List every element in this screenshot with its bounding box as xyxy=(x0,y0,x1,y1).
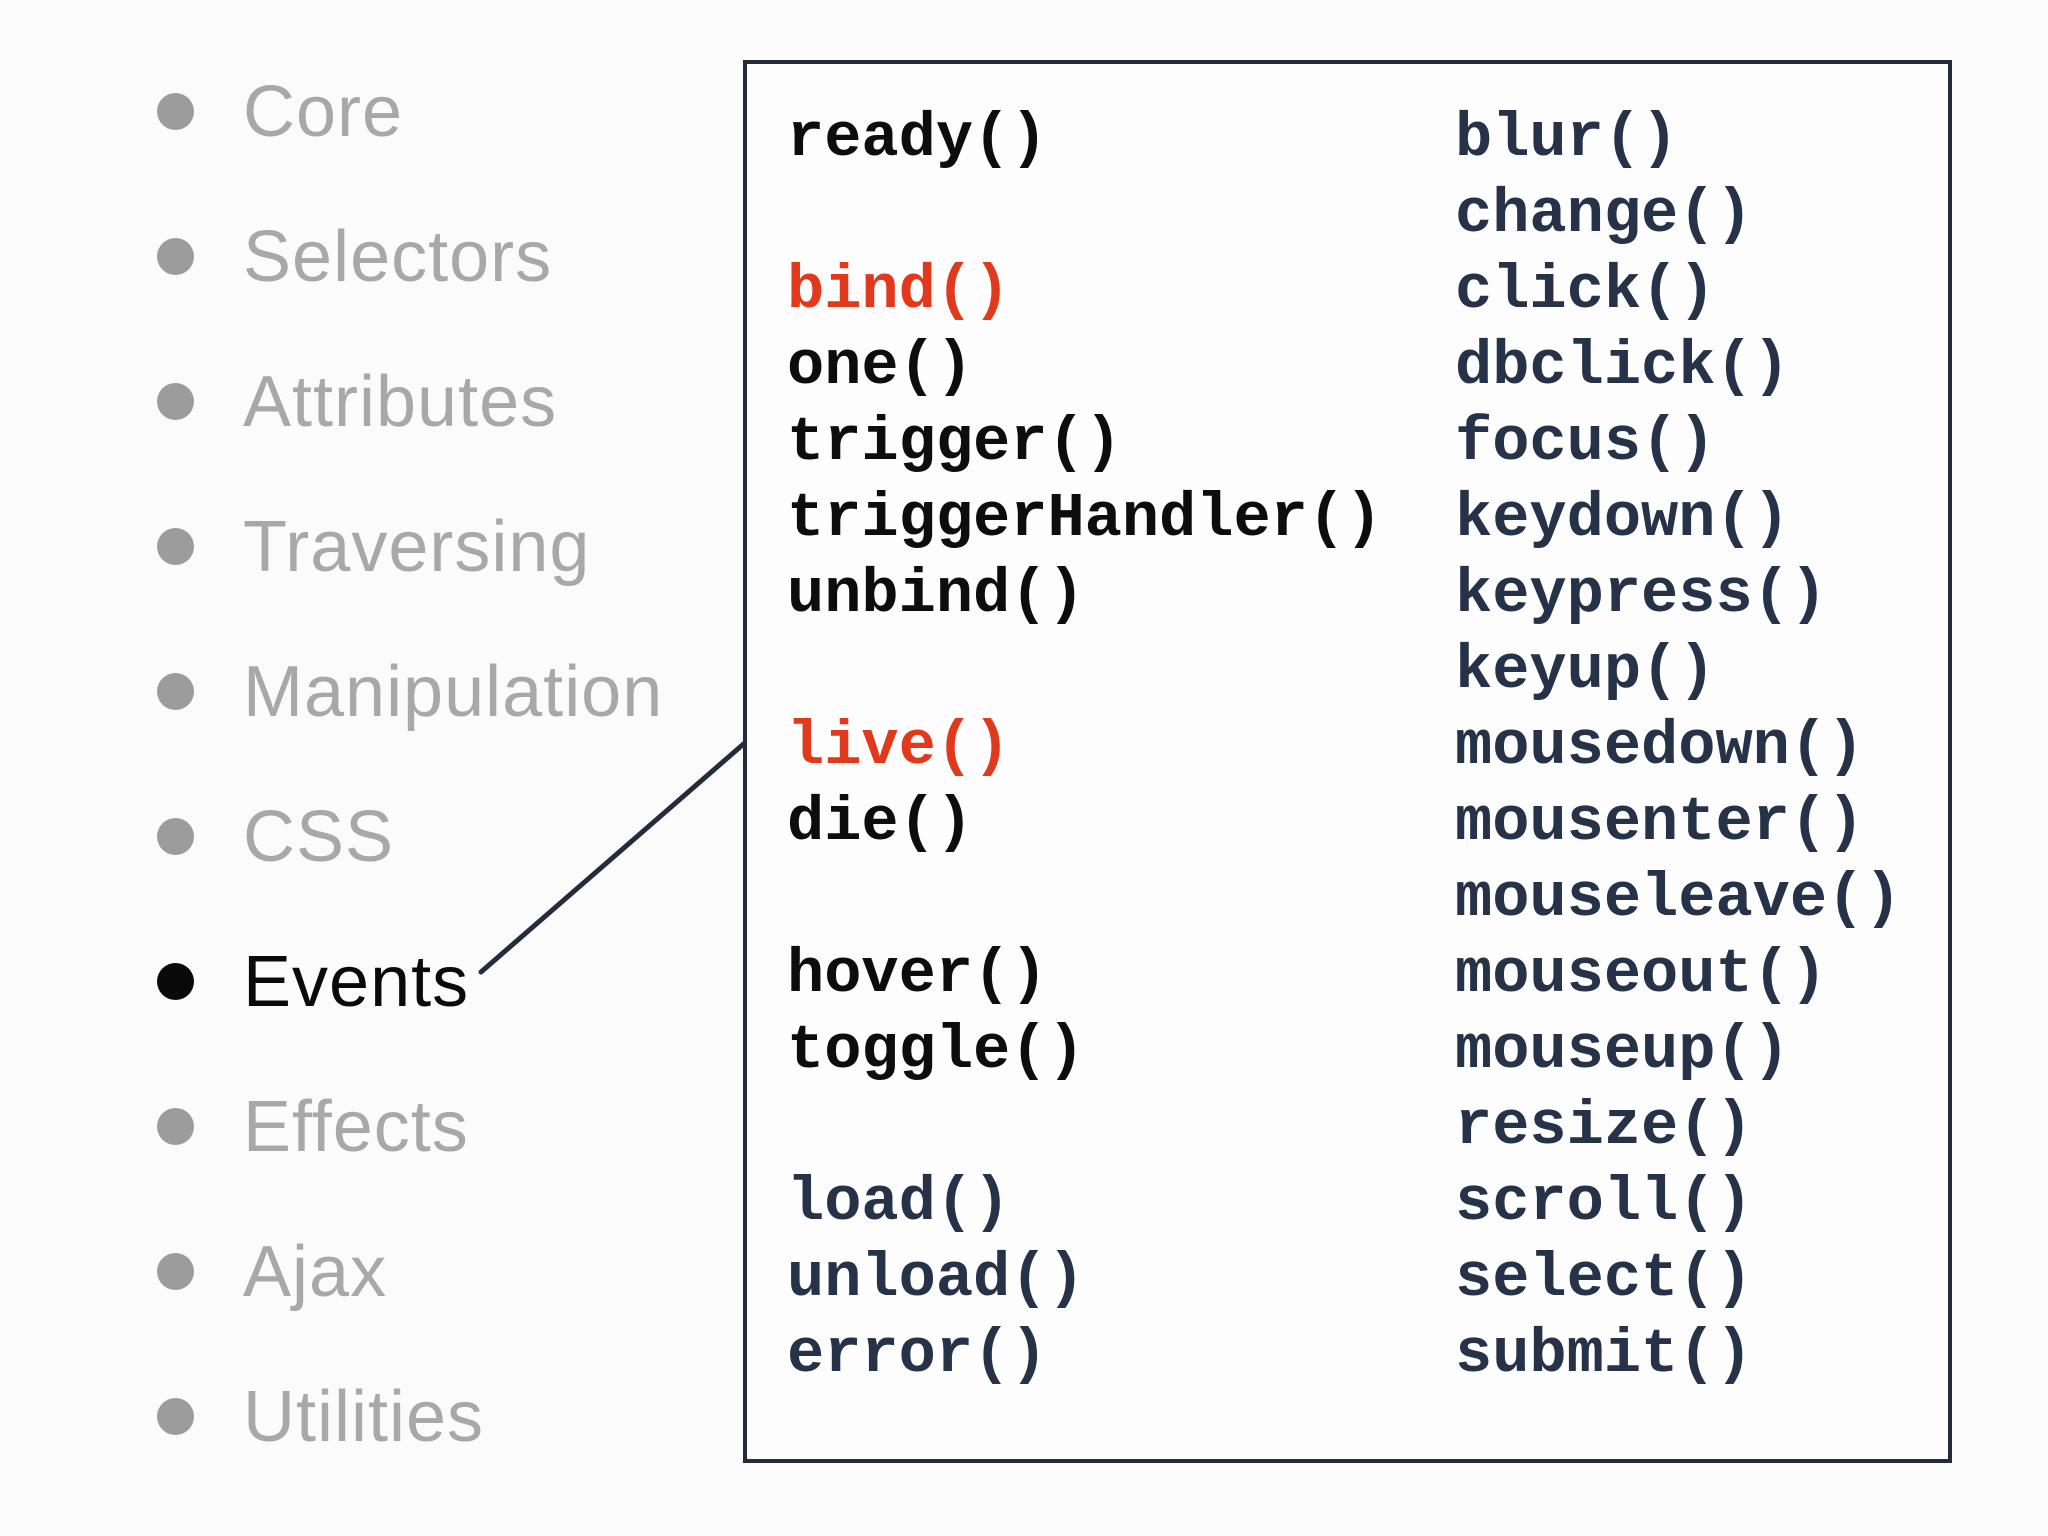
method-item: mousenter() xyxy=(1455,787,1865,858)
method-item: mouseleave() xyxy=(1455,863,1902,934)
method-item: resize() xyxy=(1455,1091,1753,1162)
bullet-icon xyxy=(157,1108,194,1145)
method-item: bind() xyxy=(787,255,1011,326)
method-item: unload() xyxy=(787,1243,1085,1314)
sidebar-item-label: Core xyxy=(243,71,404,152)
method-item: blur() xyxy=(1455,103,1679,174)
method-item: focus() xyxy=(1455,407,1716,478)
sidebar-item-traversing: Traversing xyxy=(0,474,740,619)
events-methods-panel: ready() bind() one() trigger() triggerHa… xyxy=(743,60,1952,1463)
bullet-icon xyxy=(157,528,194,565)
method-item: error() xyxy=(787,1319,1048,1390)
bullet-icon xyxy=(157,818,194,855)
method-item: unbind() xyxy=(787,559,1085,630)
sidebar-item-attributes: Attributes xyxy=(0,329,740,474)
sidebar-item-label: Manipulation xyxy=(243,651,664,732)
method-item: die() xyxy=(787,787,974,858)
method-item: load() xyxy=(787,1167,1011,1238)
bullet-icon xyxy=(157,93,194,130)
sidebar-item-css: CSS xyxy=(0,764,740,909)
method-item: keydown() xyxy=(1455,483,1790,554)
sidebar-item-label: CSS xyxy=(243,796,395,877)
method-item: one() xyxy=(787,331,974,402)
sidebar-item-core: Core xyxy=(0,39,740,184)
bullet-icon xyxy=(157,238,194,275)
bullet-icon xyxy=(157,963,194,1000)
sidebar-item-label: Effects xyxy=(243,1086,469,1167)
sidebar-item-manipulation: Manipulation xyxy=(0,619,740,764)
method-item: toggle() xyxy=(787,1015,1085,1086)
method-item: select() xyxy=(1455,1243,1753,1314)
method-item: keypress() xyxy=(1455,559,1828,630)
bullet-icon xyxy=(157,673,194,710)
method-item: ready() xyxy=(787,103,1048,174)
bullet-icon xyxy=(157,383,194,420)
method-item: dbclick() xyxy=(1455,331,1790,402)
category-list: Core Selectors Attributes Traversing Man… xyxy=(0,39,740,1489)
sidebar-item-effects: Effects xyxy=(0,1054,740,1199)
sidebar-item-label: Utilities xyxy=(243,1376,485,1457)
sidebar-item-label: Selectors xyxy=(243,216,553,297)
bullet-icon xyxy=(157,1398,194,1435)
method-item: click() xyxy=(1455,255,1716,326)
panel-column-right: blur() change() click() dbclick() focus(… xyxy=(1455,101,1901,1393)
sidebar-item-events: Events xyxy=(0,909,740,1054)
sidebar-item-label: Events xyxy=(243,941,470,1022)
method-item: change() xyxy=(1455,179,1753,250)
method-item: keyup() xyxy=(1455,635,1716,706)
method-item: triggerHandler() xyxy=(787,483,1383,554)
sidebar-item-utilities: Utilities xyxy=(0,1344,740,1489)
panel-column-left: ready() bind() one() trigger() triggerHa… xyxy=(787,101,1382,1393)
sidebar-item-label: Ajax xyxy=(243,1231,388,1312)
sidebar-item-label: Traversing xyxy=(243,506,591,587)
method-item: hover() xyxy=(787,939,1048,1010)
method-item: submit() xyxy=(1455,1319,1753,1390)
sidebar-item-ajax: Ajax xyxy=(0,1199,740,1344)
sidebar-item-label: Attributes xyxy=(243,361,558,442)
method-item: mouseout() xyxy=(1455,939,1828,1010)
sidebar-item-selectors: Selectors xyxy=(0,184,740,329)
bullet-icon xyxy=(157,1253,194,1290)
method-item: trigger() xyxy=(787,407,1122,478)
method-item: mousedown() xyxy=(1455,711,1865,782)
method-item: scroll() xyxy=(1455,1167,1753,1238)
method-item: live() xyxy=(787,711,1011,782)
method-item: mouseup() xyxy=(1455,1015,1790,1086)
